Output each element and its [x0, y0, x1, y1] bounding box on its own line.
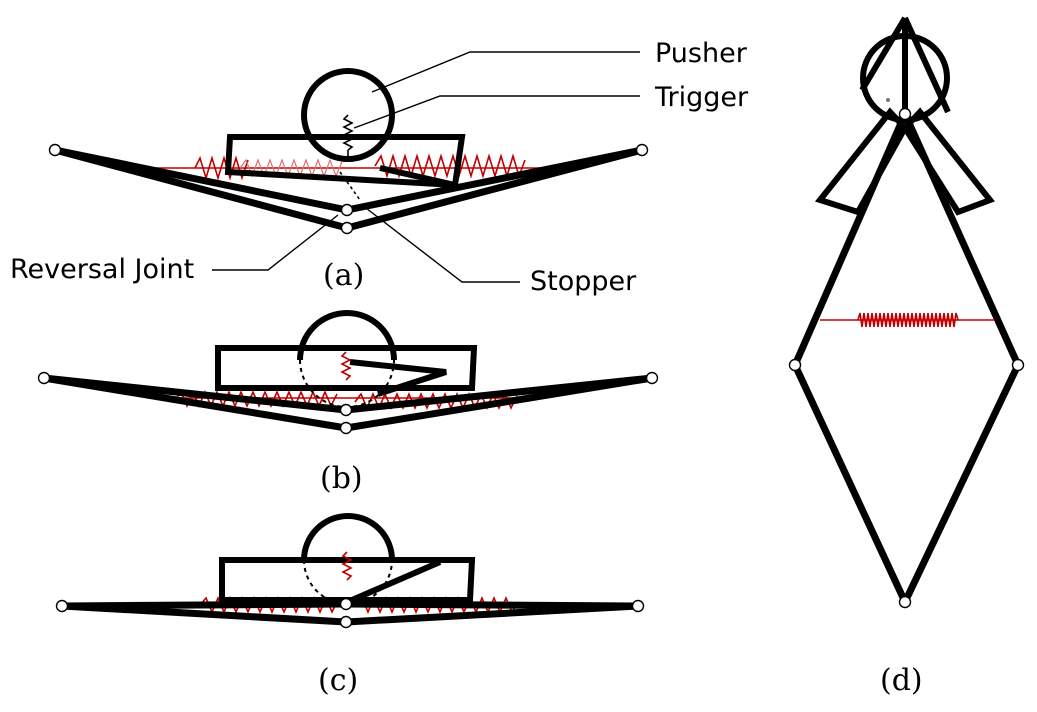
trigger-spring-b: [340, 351, 352, 381]
joint-top-d: [898, 107, 912, 121]
joint-bottom-d: [898, 595, 912, 609]
pusher-edge-right-d: [902, 16, 951, 114]
link-upper-right-d: [901, 110, 1022, 369]
joint-right-b: [645, 371, 659, 385]
panel-label-b: (b): [320, 461, 363, 496]
spring-center-a: [239, 158, 343, 178]
joint-left-a: [48, 143, 62, 157]
pusher-frame-c: [219, 557, 476, 603]
trigger-spring-c: [341, 551, 353, 581]
joint-left-b: [37, 371, 51, 385]
panel-b: (b): [37, 310, 659, 496]
leader-pusher: [371, 51, 640, 93]
pusher-frame-b: [215, 345, 478, 391]
pusher-circle-b: [297, 310, 397, 361]
spring-coil-d: [857, 312, 959, 328]
joint-reversal-b: [339, 403, 353, 417]
link-left-lower-c: [58, 602, 350, 626]
pusher-circle-c: [301, 513, 395, 561]
panel-label-d: (d): [880, 663, 923, 698]
label-pusher: Pusher: [655, 38, 748, 69]
joint-left-d: [788, 358, 802, 372]
joint-reversal-a: [340, 203, 354, 217]
panel-label-c: (c): [318, 663, 358, 698]
panel-a: Pusher Trigger Reversal Joint Stopper (a…: [10, 38, 749, 297]
joint-bottom-c: [339, 615, 353, 629]
trigger-spring-a: [342, 114, 354, 151]
panel-label-a: (a): [323, 258, 364, 293]
pusher-edge-left-d: [859, 16, 908, 92]
joint-left-c: [55, 599, 69, 613]
link-left-lower-a: [51, 146, 351, 232]
label-reversal-joint: Reversal Joint: [10, 254, 194, 285]
link-left-lower-b: [40, 374, 350, 432]
link-right-lower-c: [342, 602, 642, 626]
link-upper-left-d: [791, 110, 909, 369]
leader-stopper: [361, 204, 520, 283]
trigger-lever-c: [350, 559, 442, 603]
frame-right-arm-d: [901, 107, 995, 216]
link-lower-right-d: [901, 361, 1022, 606]
joint-right-d: [1011, 358, 1025, 372]
pusher-center-dot-d: [886, 98, 890, 102]
joint-reversal-c: [339, 597, 353, 611]
stopper-bar-a: [379, 165, 456, 188]
link-right-lower-a: [343, 146, 646, 232]
leader-trigger: [353, 95, 640, 129]
joint-right-a: [635, 143, 649, 157]
pusher-circle-hidden-c: [303, 559, 393, 605]
joint-right-c: [631, 599, 645, 613]
panel-d: (d): [788, 16, 1025, 698]
frame-left-arm-d: [814, 107, 909, 216]
leader-reversal-joint: [212, 214, 339, 271]
label-trigger: Trigger: [654, 82, 749, 113]
link-right-lower-b: [342, 374, 656, 432]
panel-c: (c): [55, 513, 645, 698]
link-lower-left-d: [791, 361, 909, 606]
spring-left-a: [194, 155, 249, 181]
label-stopper: Stopper: [530, 266, 637, 297]
joint-bottom-b: [339, 421, 353, 435]
trigger-lever-b: [349, 359, 447, 397]
joint-bottom-a: [340, 221, 354, 235]
